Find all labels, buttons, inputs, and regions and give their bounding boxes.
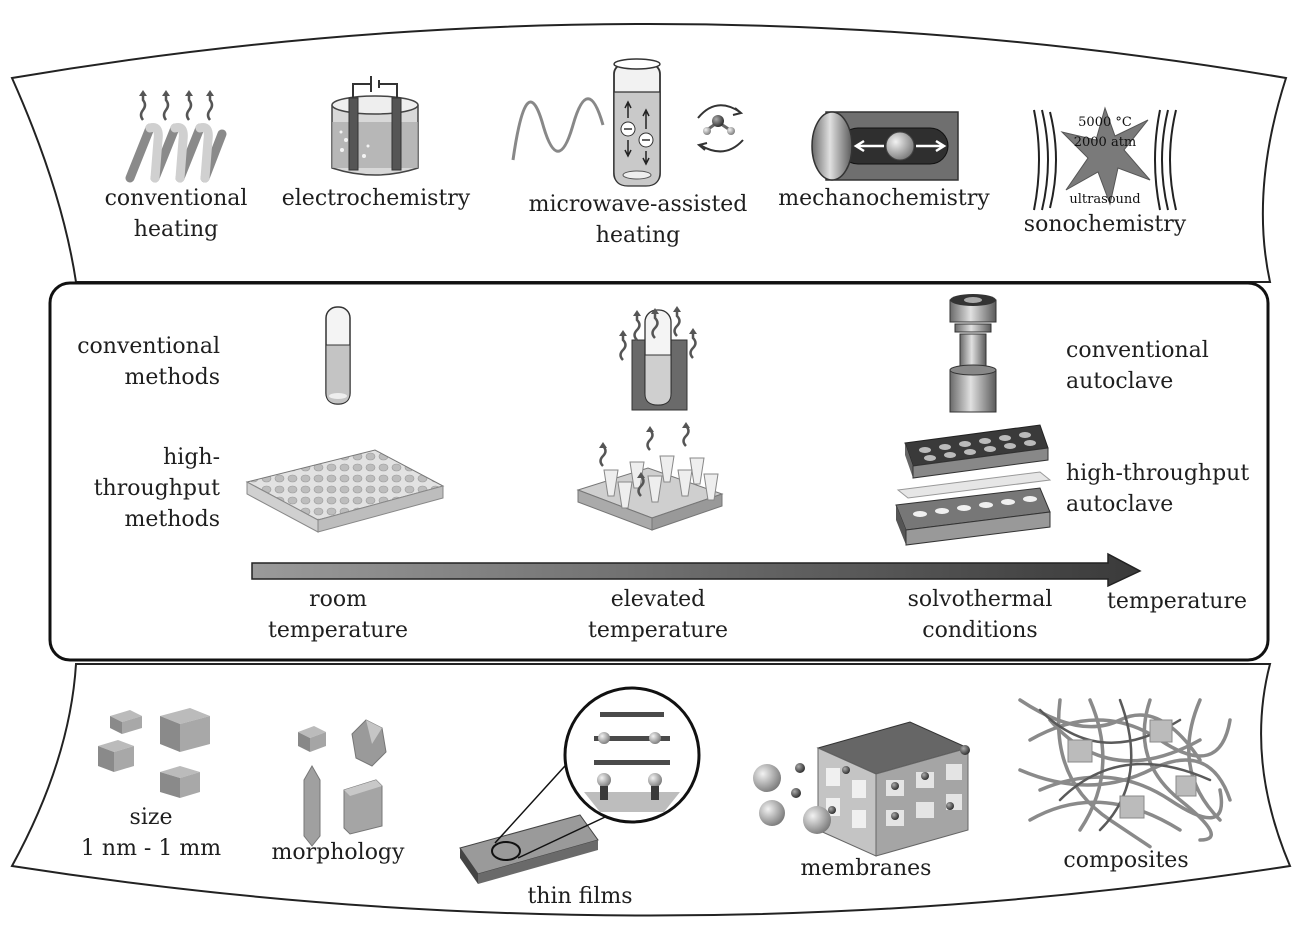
thin-film-icon <box>459 686 701 884</box>
temperature-arrow <box>251 552 1142 588</box>
electrochemical-cell-icon <box>331 76 419 176</box>
composite-fibers-icon <box>1018 698 1232 849</box>
well-plate-icon <box>245 449 445 533</box>
electrochemistry-label: electrochemistry <box>281 186 471 211</box>
ultrasound-icon <box>1033 106 1177 211</box>
sono-temp-label: 5000 °C <box>1078 115 1132 130</box>
temperature-axis-label: temperature <box>1106 589 1247 614</box>
top-panel-frame <box>10 23 1288 283</box>
microwave-icon <box>511 58 744 187</box>
vial-array-icon <box>576 422 724 531</box>
mechanochemistry-label: mechanochemistry <box>778 186 990 211</box>
sono-pressure-label: 2000 atm <box>1074 135 1137 150</box>
crystal-shapes-icon <box>298 719 387 847</box>
membrane-framework-icon <box>753 721 970 857</box>
thin-films-label: thin films <box>527 884 633 909</box>
membranes-label: membranes <box>800 856 932 881</box>
sonochemistry-label: sonochemistry <box>1023 212 1187 237</box>
high-throughput-autoclave-icon <box>895 424 1052 546</box>
heating-block-icon <box>619 306 697 411</box>
composites-label: composites <box>1063 848 1189 873</box>
bottom-panel-frame <box>10 663 1292 917</box>
morphology-label: morphology <box>271 840 405 865</box>
ball-mill-icon <box>811 111 959 181</box>
heating-coil-icon <box>125 90 227 183</box>
crystal-cubes-icon <box>98 708 210 798</box>
conventional-autoclave-icon <box>949 294 997 413</box>
test-tube-icon <box>325 306 351 405</box>
sono-ultrasound-label: ultrasound <box>1069 192 1140 207</box>
